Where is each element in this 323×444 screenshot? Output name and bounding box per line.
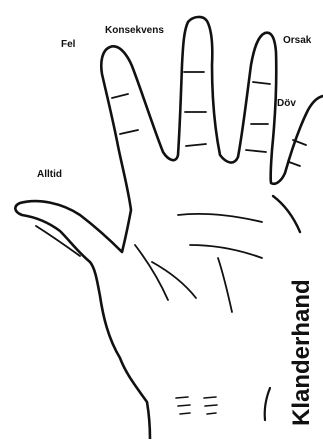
label-fel: Fel	[61, 40, 75, 50]
hand-right-edge	[273, 196, 300, 232]
palm-lines	[135, 214, 262, 312]
label-dov: Döv	[277, 99, 296, 109]
wrist-creases	[176, 397, 217, 414]
label-konsekvens: Konsekvens	[105, 26, 164, 36]
label-alltid: Alltid	[37, 170, 62, 180]
hand-outline	[15, 17, 323, 439]
hand-right-edge-lower	[265, 388, 270, 420]
diagram-title: Klanderhand	[290, 279, 314, 426]
label-orsak: Orsak	[283, 36, 311, 46]
